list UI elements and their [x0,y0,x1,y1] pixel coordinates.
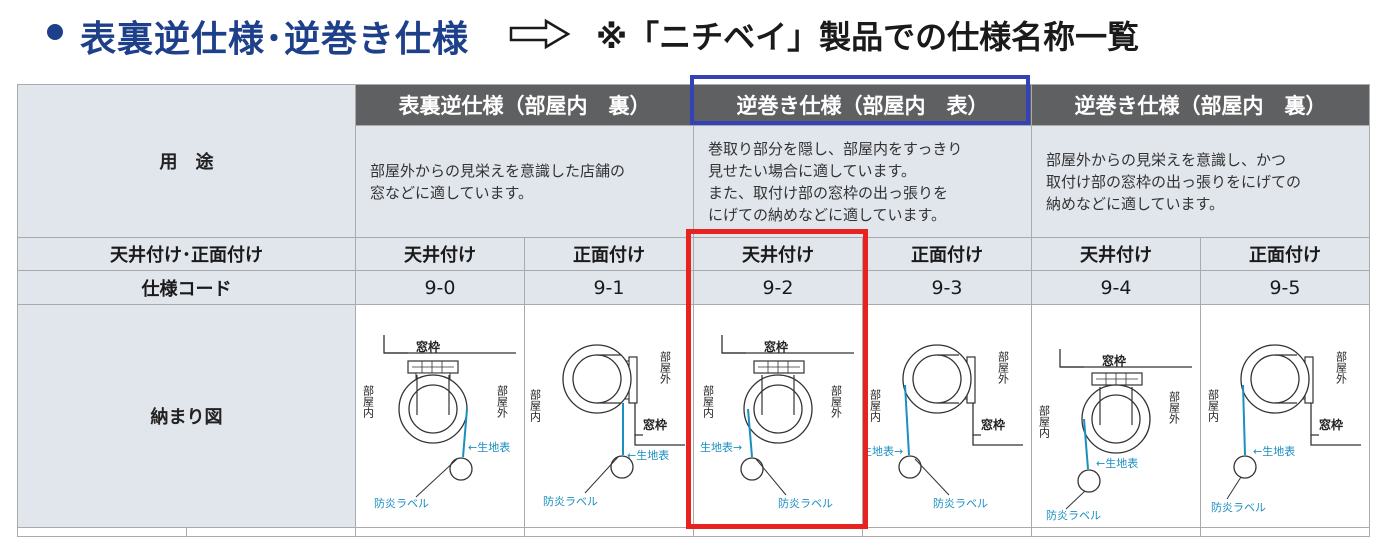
arrow-right-icon [509,18,571,50]
fabric-face-label: 生地表→ [700,440,742,454]
diagram-9-4: 窓枠 部屋内 部屋外 ←生地表 防炎ラベル [1031,304,1201,528]
outside-label: 部屋外 [1168,390,1181,425]
fabric-face-label: ←生地表 [1253,444,1295,458]
installation-diagram: 窓枠 部屋内 部屋外 生地表→ 防炎ラベル [700,335,854,510]
usage-text-0: 部屋外からの見栄えを意識した店舗の 窓などに適しています。 [355,125,694,238]
page-subtitle: ※「ニチベイ」製品での仕様名称一覧 [596,18,1140,56]
mount-cell: 天井付け [355,237,525,271]
installation-diagram: 窓枠 部屋内 部屋外 生地表→ 防炎ラベル [863,344,1023,510]
code-cell: 9-1 [524,270,694,305]
code-cell: 9-4 [1031,270,1201,305]
group-header-reverse-side: 表裏逆仕様（部屋内 裏） [355,84,694,126]
flameproof-label: 防炎ラベル [933,496,988,510]
usage-text: 部屋外からの見栄えを意識した店舗の 窓などに適しています。 [370,161,626,202]
flameproof-label: 防炎ラベル [1211,500,1266,514]
spec-table: 用 途 表裏逆仕様（部屋内 裏） 逆巻き仕様（部屋内 表） 逆巻き仕様（部屋内 … [17,84,1370,537]
group-header-reverse-roll-back: 逆巻き仕様（部屋内 裏） [1031,84,1370,126]
outside-label: 部屋外 [659,350,672,385]
outside-label: 部屋外 [830,384,843,419]
frame-label: 窓枠 [416,339,440,354]
code-cell: 9-5 [1200,270,1370,305]
fabric-face-label: ←生地表 [627,448,669,462]
diagram-9-5: 窓枠 部屋内 部屋外 ←生地表 防炎ラベル [1200,304,1370,528]
inside-label: 部屋内 [362,384,375,419]
spacer-cell [862,527,1032,537]
diagram-9-1: 窓枠 部屋内 部屋外 ←生地表 防炎ラベル [524,304,694,528]
code-cell: 9-0 [355,270,525,305]
diagram-9-2: 窓枠 部屋内 部屋外 生地表→ 防炎ラベル [693,304,863,528]
spacer-cell [524,527,694,537]
fabric-face-label: ←生地表 [468,440,510,454]
bullet-icon [47,24,63,40]
flameproof-label: 防炎ラベル [374,496,429,510]
spacer-cell [17,527,187,537]
diagram-9-0: 窓枠 部屋内 部屋外 ←生地表 防炎ラベル [355,304,525,528]
installation-diagram: 窓枠 部屋内 部屋外 ←生地表 防炎ラベル [362,335,516,510]
code-row-label: 仕様コード [17,270,356,305]
diagram-9-3: 窓枠 部屋内 部屋外 生地表→ 防炎ラベル [862,304,1032,528]
flameproof-label: 防炎ラベル [1046,508,1101,522]
frame-label: 窓枠 [1319,417,1343,432]
mount-cell: 正面付け [862,237,1032,271]
spacer-cell [186,527,356,537]
usage-text-2: 部屋外からの見栄えを意識し、かつ 取付け部の窓枠の出っ張りをにげての 納めなどに… [1031,125,1370,238]
fabric-face-label: ←生地表 [1096,456,1138,470]
fabric-face-label: 生地表→ [863,444,903,458]
inside-label: 部屋内 [529,388,542,423]
page-title: 表裏逆仕様･逆巻き仕様 [80,19,470,60]
spacer-cell [1031,527,1201,537]
mount-cell: 天井付け [1031,237,1201,271]
outside-label: 部屋外 [496,384,509,419]
inside-label: 部屋内 [702,384,715,419]
mount-cell: 正面付け [1200,237,1370,271]
frame-label: 窓枠 [981,417,1005,432]
highlight-box-blue [690,75,1030,125]
usage-row-label: 用 途 [17,84,356,238]
title-row: 表裏逆仕様･逆巻き仕様 ※「ニチベイ」製品での仕様名称一覧 [0,0,1386,68]
flameproof-label: 防炎ラベル [543,494,598,508]
outside-label: 部屋外 [1335,350,1348,385]
outside-label: 部屋外 [997,350,1010,385]
usage-text: 巻取り部分を隠し、部屋内をすっきり 見せたい場合に適しています。 また、取付け部… [708,139,963,224]
usage-text-1: 巻取り部分を隠し、部屋内をすっきり 見せたい場合に適しています。 また、取付け部… [693,125,1032,238]
inside-label: 部屋内 [1207,388,1220,423]
frame-label: 窓枠 [643,417,667,432]
mount-cell: 天井付け [693,237,863,271]
mount-row-label: 天井付け･正面付け [17,237,356,271]
installation-diagram: 窓枠 部屋内 部屋外 ←生地表 防炎ラベル [529,344,685,508]
usage-text: 部屋外からの見栄えを意識し、かつ 取付け部の窓枠の出っ張りをにげての 納めなどに… [1046,150,1302,213]
code-cell: 9-3 [862,270,1032,305]
inside-label: 部屋内 [869,388,882,423]
diagram-row-label: 納まり図 [17,304,356,528]
inside-label: 部屋内 [1038,404,1051,439]
frame-label: 窓枠 [1102,353,1126,368]
mount-cell: 正面付け [524,237,694,271]
frame-label: 窓枠 [764,339,788,354]
installation-diagram: 窓枠 部屋内 部屋外 ←生地表 防炎ラベル [1207,344,1361,514]
spacer-cell [355,527,525,537]
spacer-cell [1200,527,1370,537]
installation-diagram: 窓枠 部屋内 部屋外 ←生地表 防炎ラベル [1038,349,1192,522]
highlight-box-red [686,229,868,529]
flameproof-label: 防炎ラベル [778,496,833,510]
